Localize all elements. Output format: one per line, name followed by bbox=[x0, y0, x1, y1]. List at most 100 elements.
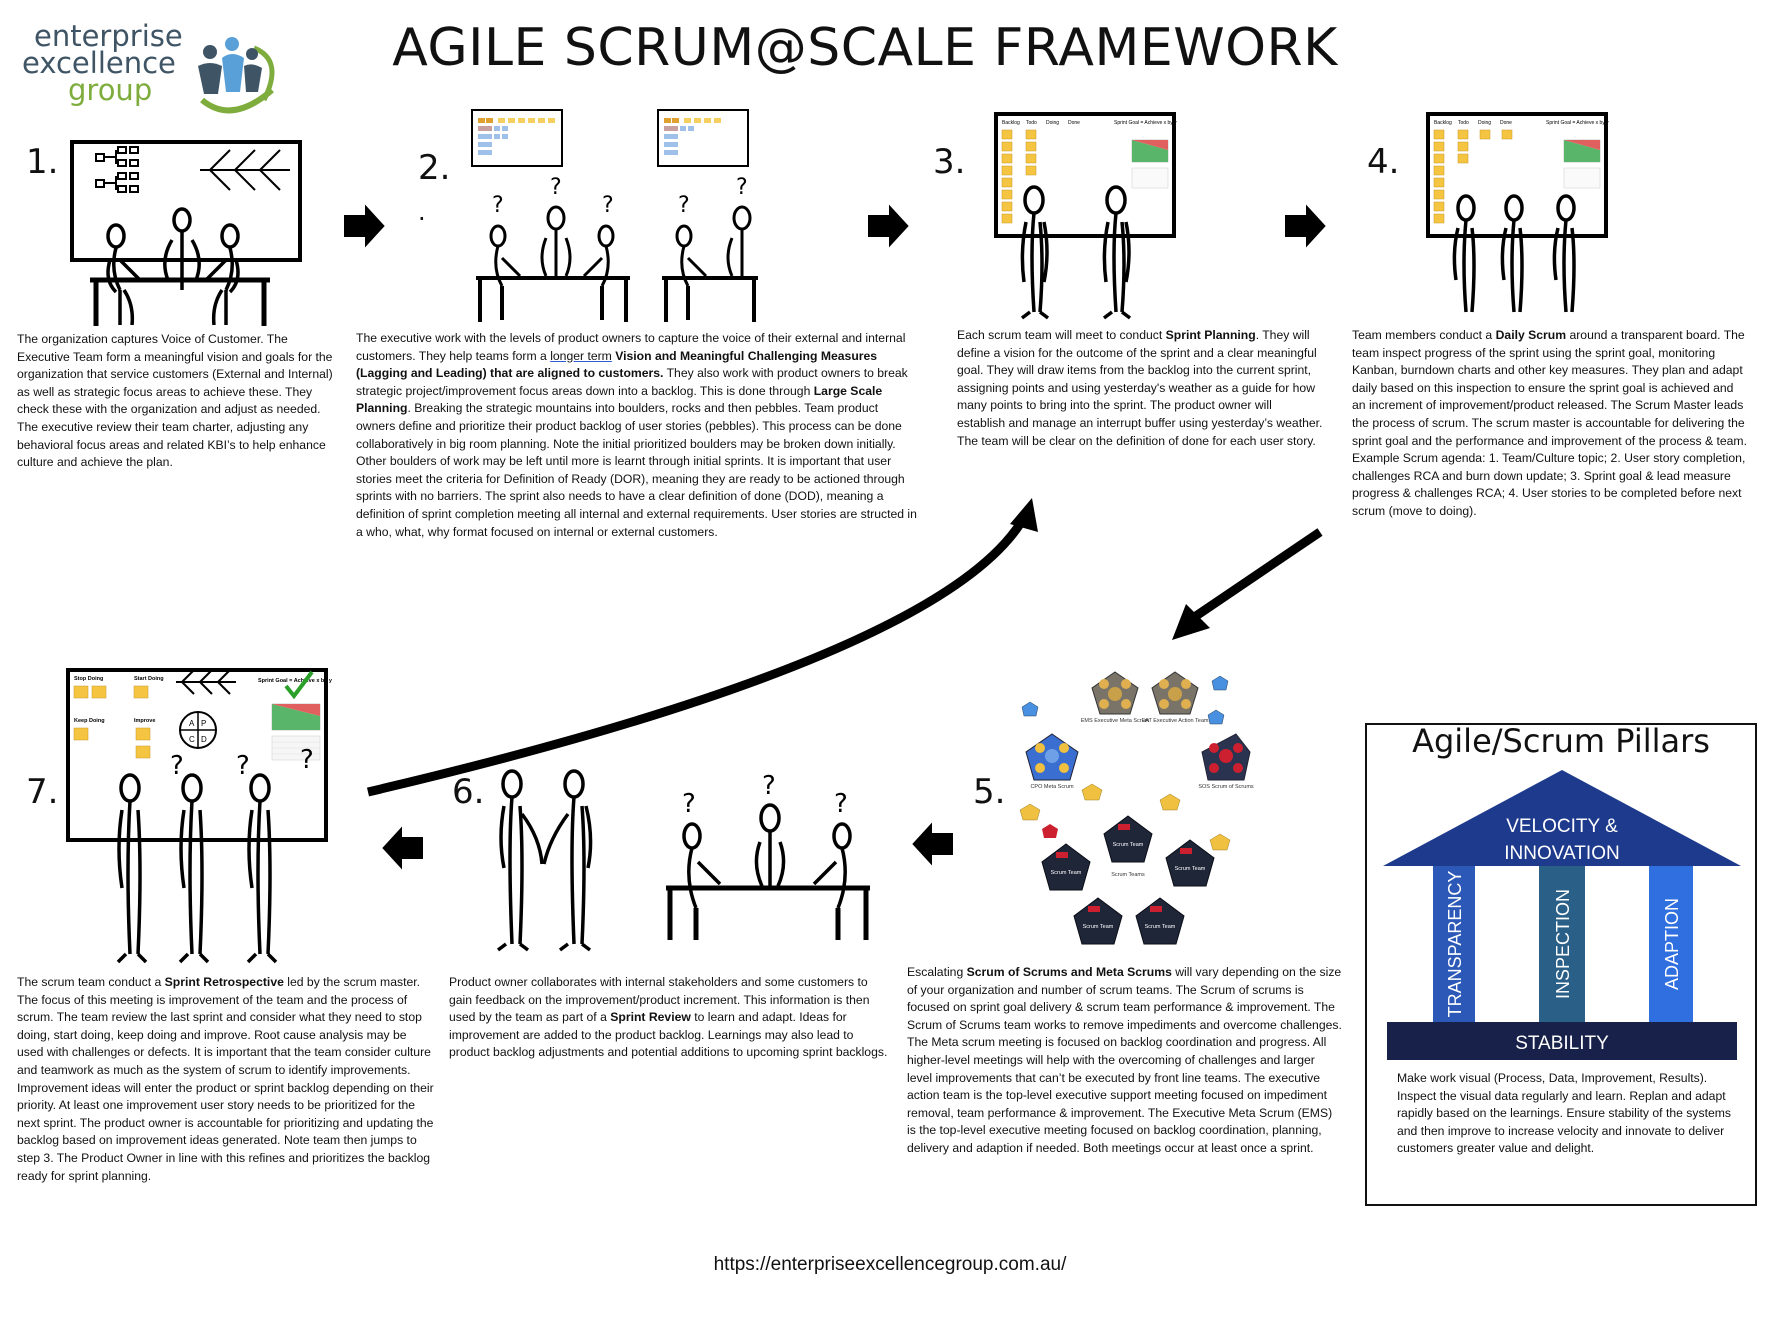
step2-text-bold-vision: Vision and Meaningful Challenging Measur… bbox=[356, 348, 878, 381]
arrow-right-3-to-4 bbox=[1283, 199, 1329, 253]
website-link[interactable]: https://enterpriseexcellencegroup.com.au… bbox=[713, 1254, 1067, 1275]
svg-text:?: ? bbox=[236, 751, 250, 781]
roof-label-line2: INNOVATION bbox=[1504, 843, 1619, 864]
step3-text-c: . They will define a vision for the outc… bbox=[957, 328, 1323, 448]
step2-description: The executive work with the levels of pr… bbox=[356, 330, 918, 541]
scrum-team-label-3: Scrum Team bbox=[1175, 866, 1206, 872]
step7-text-bold: Sprint Retrospective bbox=[164, 975, 284, 989]
step4-burndown-chart bbox=[1563, 139, 1601, 189]
step6-stakeholders-handshake bbox=[496, 769, 593, 952]
retro-fishbone bbox=[176, 669, 236, 695]
scrum-team-label-2: Scrum Team bbox=[1051, 870, 1082, 876]
board4-col-backlog: Backlog bbox=[1434, 120, 1452, 126]
step6-illustration: ??? bbox=[496, 769, 870, 952]
arrow-right-2-to-3 bbox=[866, 199, 912, 253]
company-logo: enterprise excellence group bbox=[22, 19, 275, 122]
step1-illustration bbox=[70, 140, 302, 326]
step5-text-c: will vary depending on the size of your … bbox=[907, 965, 1342, 1155]
svg-text:?: ? bbox=[550, 175, 562, 200]
board4-col-done: Done bbox=[1500, 120, 1512, 126]
step3-sticky-notes bbox=[1001, 129, 1037, 224]
arrow-left-5-to-6 bbox=[909, 817, 955, 871]
pillar-label-transparency: TRANSPARENCY bbox=[1445, 871, 1465, 1018]
svg-text:?: ? bbox=[602, 193, 614, 218]
step6-text-bold: Sprint Review bbox=[610, 1010, 691, 1025]
step4-sticky-notes bbox=[1433, 129, 1513, 224]
step7-team-retrospective bbox=[116, 773, 278, 964]
step1-description: The organization captures Voice of Custo… bbox=[17, 331, 337, 472]
base-label: STABILITY bbox=[1515, 1033, 1609, 1054]
svg-text:?: ? bbox=[834, 789, 848, 819]
board4-col-todo: Todo bbox=[1458, 120, 1469, 126]
svg-text:?: ? bbox=[682, 789, 696, 819]
cpo-node bbox=[1025, 733, 1079, 781]
step-number-3: 3. bbox=[933, 142, 966, 182]
pillar-label-inspection: INSPECTION bbox=[1553, 889, 1573, 999]
board4-sprint-goal: Sprint Goal = Achieve x by y bbox=[1546, 120, 1609, 126]
scrum-team-label-5: Scrum Team bbox=[1145, 924, 1176, 930]
step2-question-marks: ??? ?? bbox=[492, 175, 748, 218]
arrow-left-6-to-7 bbox=[379, 821, 425, 875]
pillars-description: Make work visual (Process, Data, Improve… bbox=[1397, 1070, 1735, 1158]
svg-text:?: ? bbox=[492, 193, 504, 218]
pillar-transparency bbox=[1433, 866, 1475, 1022]
pillar-roof bbox=[1383, 770, 1741, 866]
retro-keep-doing: Keep Doing bbox=[74, 718, 105, 724]
step6-sprint-review-team bbox=[666, 803, 870, 940]
step7-illustration: Stop Doing Start Doing Keep Doing Improv… bbox=[66, 668, 333, 964]
page-title: AGILE SCRUM@SCALE FRAMEWORK bbox=[392, 18, 1338, 78]
pdca-d: D bbox=[201, 735, 207, 744]
step-number-1: 1. bbox=[26, 142, 59, 182]
step-number-6: 6. bbox=[452, 772, 485, 812]
step2-text-c: They also work with product owners to br… bbox=[356, 366, 908, 398]
step-number-7: 7. bbox=[26, 772, 59, 812]
logo-line2: excellence bbox=[22, 46, 176, 80]
step4-team-standup bbox=[1452, 194, 1576, 313]
step6-text-a: Product owner collaborates with internal… bbox=[449, 975, 870, 1025]
pdca-circle: A P C D bbox=[179, 711, 217, 749]
step1-team-seated bbox=[90, 207, 270, 326]
eat-label: EAT Executive Action Team bbox=[1142, 718, 1209, 724]
retro-stop-doing: Stop Doing bbox=[74, 676, 103, 682]
pdca-c: C bbox=[189, 735, 195, 744]
arrow-right-1-to-2 bbox=[342, 199, 388, 253]
step7-description: The scrum team conduct a Sprint Retrospe… bbox=[17, 974, 435, 1185]
pillar-base-stability bbox=[1387, 1022, 1737, 1060]
step3-burndown-chart bbox=[1131, 139, 1169, 189]
retro-sticky-notes bbox=[73, 685, 151, 759]
step4-text-c: around a transparent board. The team ins… bbox=[1352, 328, 1747, 518]
pillar-inspection bbox=[1539, 866, 1585, 1022]
retro-start-doing: Start Doing bbox=[134, 676, 164, 682]
step7-question-marks: ??? bbox=[170, 745, 314, 781]
step2-text-d: . Breaking the strategic mountains into … bbox=[356, 401, 917, 539]
step7-text-a: The scrum team conduct a bbox=[17, 975, 165, 989]
retro-burndown-chart bbox=[271, 703, 321, 761]
arrow-7-back-to-3 bbox=[366, 498, 1038, 797]
step3-team-standing bbox=[1020, 185, 1132, 320]
step5-scrum-of-scrums-network: Scrum Team Scrum Team Scrum Team Scrum T… bbox=[1019, 671, 1254, 945]
step4-text-a: Team members conduct a bbox=[1352, 328, 1496, 342]
step2-text-a: The executive work with the levels of pr… bbox=[356, 331, 906, 363]
svg-text:?: ? bbox=[678, 193, 690, 218]
check-mark-icon bbox=[284, 670, 314, 700]
eat-node bbox=[1151, 671, 1199, 715]
step2-backlog-board-left bbox=[471, 109, 563, 167]
sos-node bbox=[1201, 733, 1251, 781]
pdca-a: A bbox=[189, 719, 195, 728]
step2-backlog-board-right bbox=[657, 109, 749, 167]
svg-text:?: ? bbox=[300, 745, 314, 775]
retro-improve: Improve bbox=[134, 718, 155, 724]
pillar-label-adaption: ADAPTION bbox=[1662, 898, 1682, 990]
ems-node bbox=[1091, 671, 1139, 715]
step3-text-a: Each scrum team will meet to conduct bbox=[957, 328, 1166, 342]
step5-text-bold: Scrum of Scrums and Meta Scrums bbox=[966, 965, 1172, 979]
board4-col-doing: Doing bbox=[1478, 120, 1491, 126]
svg-text:?: ? bbox=[170, 751, 184, 781]
roof-label-line1: VELOCITY & bbox=[1506, 816, 1618, 837]
logo-line1: enterprise bbox=[34, 19, 183, 53]
pillars-title: Agile/Scrum Pillars bbox=[1412, 722, 1710, 760]
step4-description: Team members conduct a Daily Scrum aroun… bbox=[1352, 327, 1750, 521]
scrum-team-nodes bbox=[1041, 815, 1215, 945]
board-col-todo: Todo bbox=[1026, 120, 1037, 126]
